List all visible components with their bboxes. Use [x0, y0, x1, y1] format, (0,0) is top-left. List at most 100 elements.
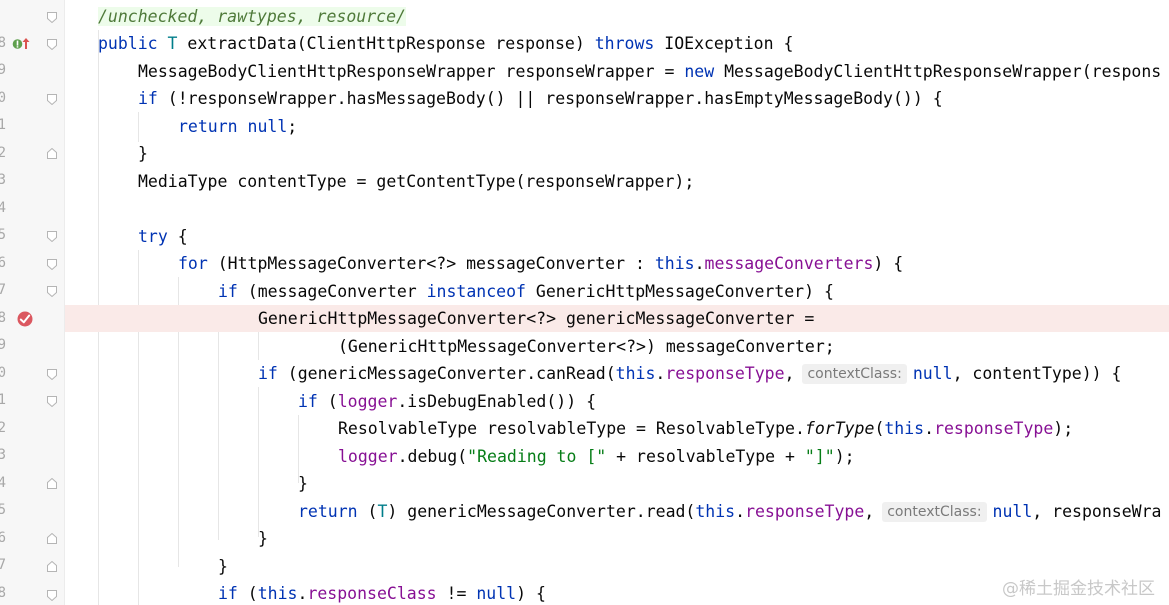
indent-guide	[138, 112, 139, 142]
code-line[interactable]: (GenericHttpMessageConverter<?>) message…	[64, 333, 1169, 360]
code-line[interactable]: if (logger.isDebugEnabled()) {	[64, 388, 1169, 415]
statement-tail: );	[1053, 419, 1074, 438]
if-head: (messageConverter	[237, 282, 427, 301]
fold-marker-icon[interactable]	[47, 286, 57, 297]
for-head: (HttpMessageConverter<?> messageConverte…	[207, 254, 655, 273]
code-line[interactable]: MessageBodyClientHttpResponseWrapper res…	[64, 58, 1169, 85]
for-tail: ) {	[873, 254, 904, 273]
code-line[interactable]: for (HttpMessageConverter<?> messageConv…	[64, 250, 1169, 277]
closing-brace: }	[138, 144, 148, 163]
indent-guide	[178, 277, 179, 567]
code-line[interactable]: if (!responseWrapper.hasMessageBody() ||…	[64, 85, 1169, 112]
content-type-statement: MediaType contentType = getContentType(r…	[138, 172, 695, 191]
line-number: 7	[0, 282, 6, 298]
keyword-null: null	[247, 117, 288, 136]
keyword-if: if	[258, 364, 278, 383]
implementing-method-icon[interactable]	[12, 36, 32, 50]
field-message-converters: messageConverters	[704, 254, 874, 273]
statement-tail: );	[834, 447, 855, 466]
line-number: 7	[0, 557, 6, 573]
line-number: 6	[0, 530, 6, 546]
line-number: 4	[0, 200, 6, 216]
method-for-type: forType	[804, 419, 875, 438]
editor-gutter[interactable]: 8 9 0 1 2 3 4 5 6 7 8 9 0 1 2 3 4 5 6 7 …	[0, 0, 65, 605]
type-param-t: T	[167, 34, 178, 53]
indent-guide	[138, 250, 139, 605]
keyword-public: public	[98, 34, 158, 53]
field-response-type: responseType	[934, 419, 1054, 438]
fold-marker-icon[interactable]	[47, 259, 57, 270]
dot: .	[735, 502, 746, 521]
keyword-null: null	[476, 584, 517, 603]
code-line[interactable]: /unchecked, rawtypes, resource/	[64, 3, 1169, 30]
fold-marker-icon[interactable]	[47, 39, 57, 50]
code-line[interactable]: }	[64, 470, 1169, 497]
line-number: 6	[0, 255, 6, 271]
code-line[interactable]: }	[64, 140, 1169, 167]
line-number: 3	[0, 447, 6, 463]
code-line[interactable]: if (this.responseClass != null) {	[64, 580, 1169, 605]
line-number: 4	[0, 475, 6, 491]
fold-marker-icon[interactable]	[47, 561, 57, 572]
fold-marker-icon[interactable]	[47, 369, 57, 380]
if-tail: GenericHttpMessageConverter) {	[525, 282, 834, 301]
code-line[interactable]: }	[64, 553, 1169, 580]
line-number: 1	[0, 117, 6, 133]
code-line[interactable]: ResolvableType resolvableType = Resolvab…	[64, 415, 1169, 442]
keyword-null: null	[992, 502, 1033, 521]
can-read-call: (genericMessageConverter.canRead(	[277, 364, 616, 383]
comma: ,	[784, 364, 795, 383]
breakpoint-line[interactable]: GenericHttpMessageConverter<?> genericMe…	[64, 305, 1169, 333]
fold-marker-icon[interactable]	[47, 590, 57, 601]
wrapper-declaration: MessageBodyClientHttpResponseWrapper res…	[138, 62, 685, 81]
resolvable-type-declaration: ResolvableType resolvableType = Resolvab…	[338, 419, 805, 438]
line-number: 2	[0, 145, 6, 161]
code-line[interactable]: public T extractData(ClientHttpResponse …	[64, 30, 1169, 57]
code-line[interactable]: if (messageConverter instanceof GenericH…	[64, 278, 1169, 305]
can-read-tail: , contentType)) {	[952, 364, 1122, 383]
code-line[interactable]: try {	[64, 223, 1169, 250]
fold-marker-icon[interactable]	[47, 396, 57, 407]
code-line[interactable]: return null;	[64, 113, 1169, 140]
code-line[interactable]: MediaType contentType = getContentType(r…	[64, 168, 1169, 195]
closing-brace: }	[298, 474, 308, 493]
keyword-if: if	[218, 282, 238, 301]
line-number: 2	[0, 420, 6, 436]
fold-marker-icon[interactable]	[47, 478, 57, 489]
watermark: @稀土掘金技术社区	[1002, 579, 1155, 599]
keyword-return: return	[298, 502, 358, 521]
code-line[interactable]: return (T) genericMessageConverter.read(…	[64, 498, 1169, 525]
fold-marker-icon[interactable]	[47, 533, 57, 544]
parameter-hint: contextClass:	[802, 364, 907, 384]
line-number: 0	[0, 365, 6, 381]
code-line[interactable]: }	[64, 525, 1169, 552]
comma: ,	[864, 502, 875, 521]
debug-call: .debug(	[397, 447, 468, 466]
keyword-this: this	[695, 502, 736, 521]
line-number: 5	[0, 502, 6, 518]
string-literal: "]"	[804, 447, 835, 466]
fold-marker-icon[interactable]	[47, 94, 57, 105]
fold-marker-icon[interactable]	[47, 231, 57, 242]
keyword-this: this	[257, 584, 298, 603]
field-response-type: responseType	[665, 364, 785, 383]
field-logger: logger	[338, 447, 398, 466]
fold-marker-icon[interactable]	[47, 148, 57, 159]
fold-marker-icon[interactable]	[47, 12, 57, 23]
breakpoint-icon[interactable]	[16, 310, 34, 328]
method-signature: extractData(ClientHttpResponse response)	[177, 34, 595, 53]
paren: (	[874, 419, 885, 438]
dot: .	[297, 584, 308, 603]
code-area[interactable]: /unchecked, rawtypes, resource/ public T…	[64, 0, 1169, 605]
keyword-this: this	[615, 364, 656, 383]
field-response-type: responseType	[745, 502, 865, 521]
parameter-hint: contextClass:	[882, 502, 987, 522]
line-number: 8	[0, 35, 6, 51]
opening-brace: {	[167, 227, 188, 246]
string-literal: "Reading to ["	[467, 447, 607, 466]
keyword-this: this	[654, 254, 695, 273]
paren: (	[237, 584, 258, 603]
code-line[interactable]: logger.debug("Reading to [" + resolvable…	[64, 443, 1169, 470]
code-line[interactable]: if (genericMessageConverter.canRead(this…	[64, 360, 1169, 387]
